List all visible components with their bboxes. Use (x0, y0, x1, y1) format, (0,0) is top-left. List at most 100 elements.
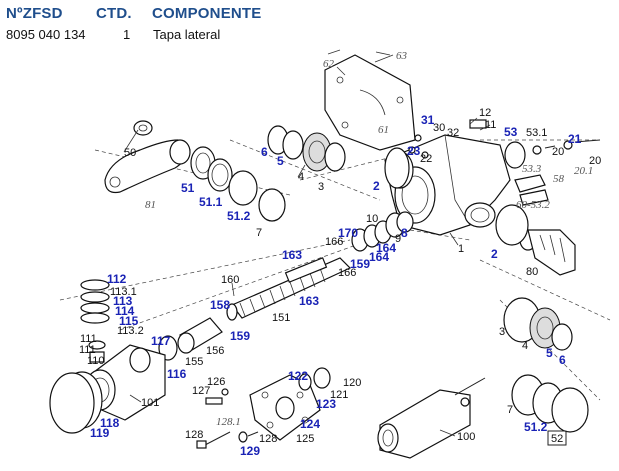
callout-53-3: 53.3 (522, 163, 542, 175)
row-component: Tapa lateral (153, 27, 221, 42)
callout-32: 32 (447, 127, 459, 139)
callout-125: 125 (296, 433, 314, 445)
valve-assembly (377, 377, 486, 459)
callout-166b: 166 (338, 267, 356, 279)
callout-30: 30 (433, 122, 445, 134)
callout-163a: 163 (282, 248, 302, 262)
callout-124: 124 (300, 417, 320, 431)
callout-123: 123 (316, 397, 336, 411)
callout-2-top: 2 (373, 179, 380, 193)
callout-21: 21 (568, 132, 582, 146)
callout-126: 126 (207, 376, 225, 388)
callout-121: 121 (330, 389, 348, 401)
callout-127: 127 (192, 385, 210, 397)
callout-164b: 164 (369, 250, 389, 264)
callout-119: 119 (90, 426, 110, 440)
callout-31: 31 (421, 113, 435, 127)
callout-128a: 128 (185, 429, 203, 441)
callout-117: 117 (151, 334, 171, 348)
callout-112: 112 (107, 272, 127, 286)
callout-122: 122 (288, 369, 308, 383)
callout-51: 51 (181, 181, 195, 195)
callout-7-right: 7 (507, 404, 513, 416)
black-callouts: 50 4 3 7 62 63 61 30 32 22 12 11 53.1 20… (79, 50, 601, 445)
callout-53-1: 53.1 (526, 127, 547, 139)
bearing-top (267, 125, 346, 172)
callout-53: 53 (504, 125, 518, 139)
blue-callouts: 6 5 51 51.1 51.2 31 23 53 21 2 8 170 164… (90, 113, 582, 458)
bolts (196, 431, 259, 449)
callout-3-right: 3 (499, 326, 505, 338)
end-housing (49, 344, 166, 434)
callout-51-2: 51.2 (227, 209, 251, 223)
o-rings (384, 147, 529, 246)
header-qty: CTD. (96, 5, 132, 22)
seal-rings-left (190, 146, 286, 222)
callout-128b: 128 (259, 433, 277, 445)
callout-80: 80 (526, 266, 538, 278)
callout-52: 52 (551, 433, 563, 445)
callout-20a: 20 (552, 146, 564, 158)
callout-81: 81 (145, 199, 156, 211)
callout-10: 10 (366, 213, 378, 225)
row-qty: 1 (123, 27, 131, 42)
header-component: COMPONENTE (152, 5, 262, 22)
valve-rings (80, 279, 110, 363)
callout-163b: 163 (299, 294, 319, 308)
callout-3: 3 (318, 181, 324, 193)
callout-151: 151 (272, 312, 290, 324)
callout-159a: 159 (350, 257, 370, 271)
callout-20-1: 20.1 (574, 165, 593, 177)
callout-159b: 159 (230, 329, 250, 343)
callout-111a: 111 (80, 333, 97, 345)
callout-116: 116 (167, 367, 187, 381)
callout-100: 100 (457, 431, 475, 443)
callout-51-1: 51.1 (199, 195, 223, 209)
callout-5-right: 5 (546, 346, 553, 360)
leader-lines (123, 54, 491, 437)
callout-2-right: 2 (491, 247, 498, 261)
callout-50: 50 (124, 147, 136, 159)
callout-51-2-right: 51.2 (524, 420, 548, 434)
callout-60-53-2: 60-53.2 (516, 199, 550, 211)
row-ref: 8095 040 134 (6, 27, 86, 42)
valve-parts (408, 119, 601, 206)
callout-1: 1 (458, 243, 464, 255)
callout-111b: 111 (79, 344, 96, 356)
callout-129: 129 (240, 444, 260, 458)
callout-61: 61 (378, 124, 389, 136)
callout-155: 155 (185, 356, 203, 368)
ref-callouts: 81 53.3 60-53.2 58 20.1 128.1 (145, 163, 593, 428)
callout-170: 170 (338, 226, 358, 240)
callout-8: 8 (401, 226, 408, 240)
header-ref: NºZFSD (6, 5, 63, 22)
callout-166a: 166 (325, 236, 343, 248)
callout-114: 114 (115, 304, 135, 318)
housing-cover (324, 49, 416, 151)
callout-113-1: 113.1 (110, 286, 137, 298)
callout-6-right: 6 (559, 353, 566, 367)
callout-128-1: 128.1 (216, 416, 241, 428)
cover-plate (205, 367, 331, 441)
worm-seals (351, 211, 414, 252)
callout-6: 6 (261, 145, 268, 159)
callout-4-right: 4 (522, 340, 528, 352)
callout-58: 58 (553, 173, 565, 185)
callout-5: 5 (277, 154, 284, 168)
callout-156: 156 (206, 345, 224, 357)
callout-62: 62 (323, 58, 335, 70)
callout-9: 9 (395, 233, 401, 245)
callout-164a: 164 (376, 241, 396, 255)
bearing-right (503, 297, 589, 433)
callout-118: 118 (100, 416, 120, 430)
callout-11: 11 (485, 119, 496, 131)
callout-160: 160 (221, 274, 239, 286)
callout-12: 12 (479, 107, 491, 119)
callout-22: 22 (420, 153, 432, 165)
callout-158: 158 (210, 298, 230, 312)
ref-box-52 (547, 430, 567, 446)
callout-115: 115 (119, 314, 139, 328)
callout-120: 120 (343, 377, 361, 389)
callout-113: 113 (113, 294, 133, 308)
